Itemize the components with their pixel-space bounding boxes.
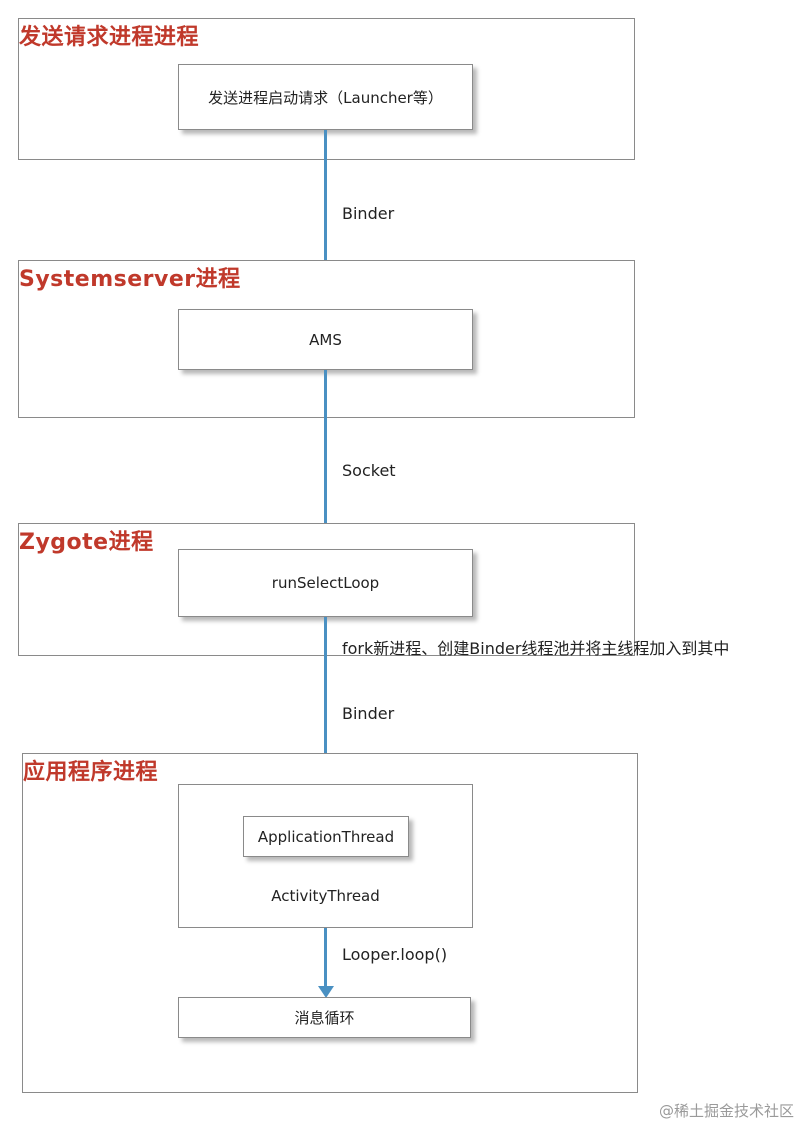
watermark-text: @稀土掘金技术社区 <box>658 1102 794 1120</box>
binder-arrow-2-line <box>324 617 327 799</box>
app-process-title: 应用程序进程 <box>23 760 159 785</box>
binder-label-2: Binder <box>342 704 395 723</box>
sender-process-title: 发送请求进程进程 <box>19 25 200 50</box>
run-select-loop-node: runSelectLoop <box>178 549 473 617</box>
binder-label-1: Binder <box>342 204 395 223</box>
socket-arrow-line <box>324 370 327 537</box>
binder-arrow-1-line <box>324 130 327 298</box>
zygote-title: Zygote进程 <box>19 530 154 555</box>
application-thread-node: ApplicationThread <box>243 816 409 857</box>
message-loop-node: 消息循环 <box>178 997 471 1038</box>
fork-note-label: fork新进程、创建Binder线程池并将主线程加入到其中 <box>342 639 730 658</box>
activity-thread-label: ActivityThread <box>271 887 380 905</box>
looper-arrow-line <box>324 928 327 988</box>
launch-request-node: 发送进程启动请求（Launcher等） <box>178 64 473 130</box>
looper-label: Looper.loop() <box>342 945 448 964</box>
systemserver-title: Systemserver进程 <box>19 267 241 292</box>
looper-arrow-head <box>318 986 334 998</box>
ams-node: AMS <box>178 309 473 370</box>
socket-label: Socket <box>342 461 396 480</box>
